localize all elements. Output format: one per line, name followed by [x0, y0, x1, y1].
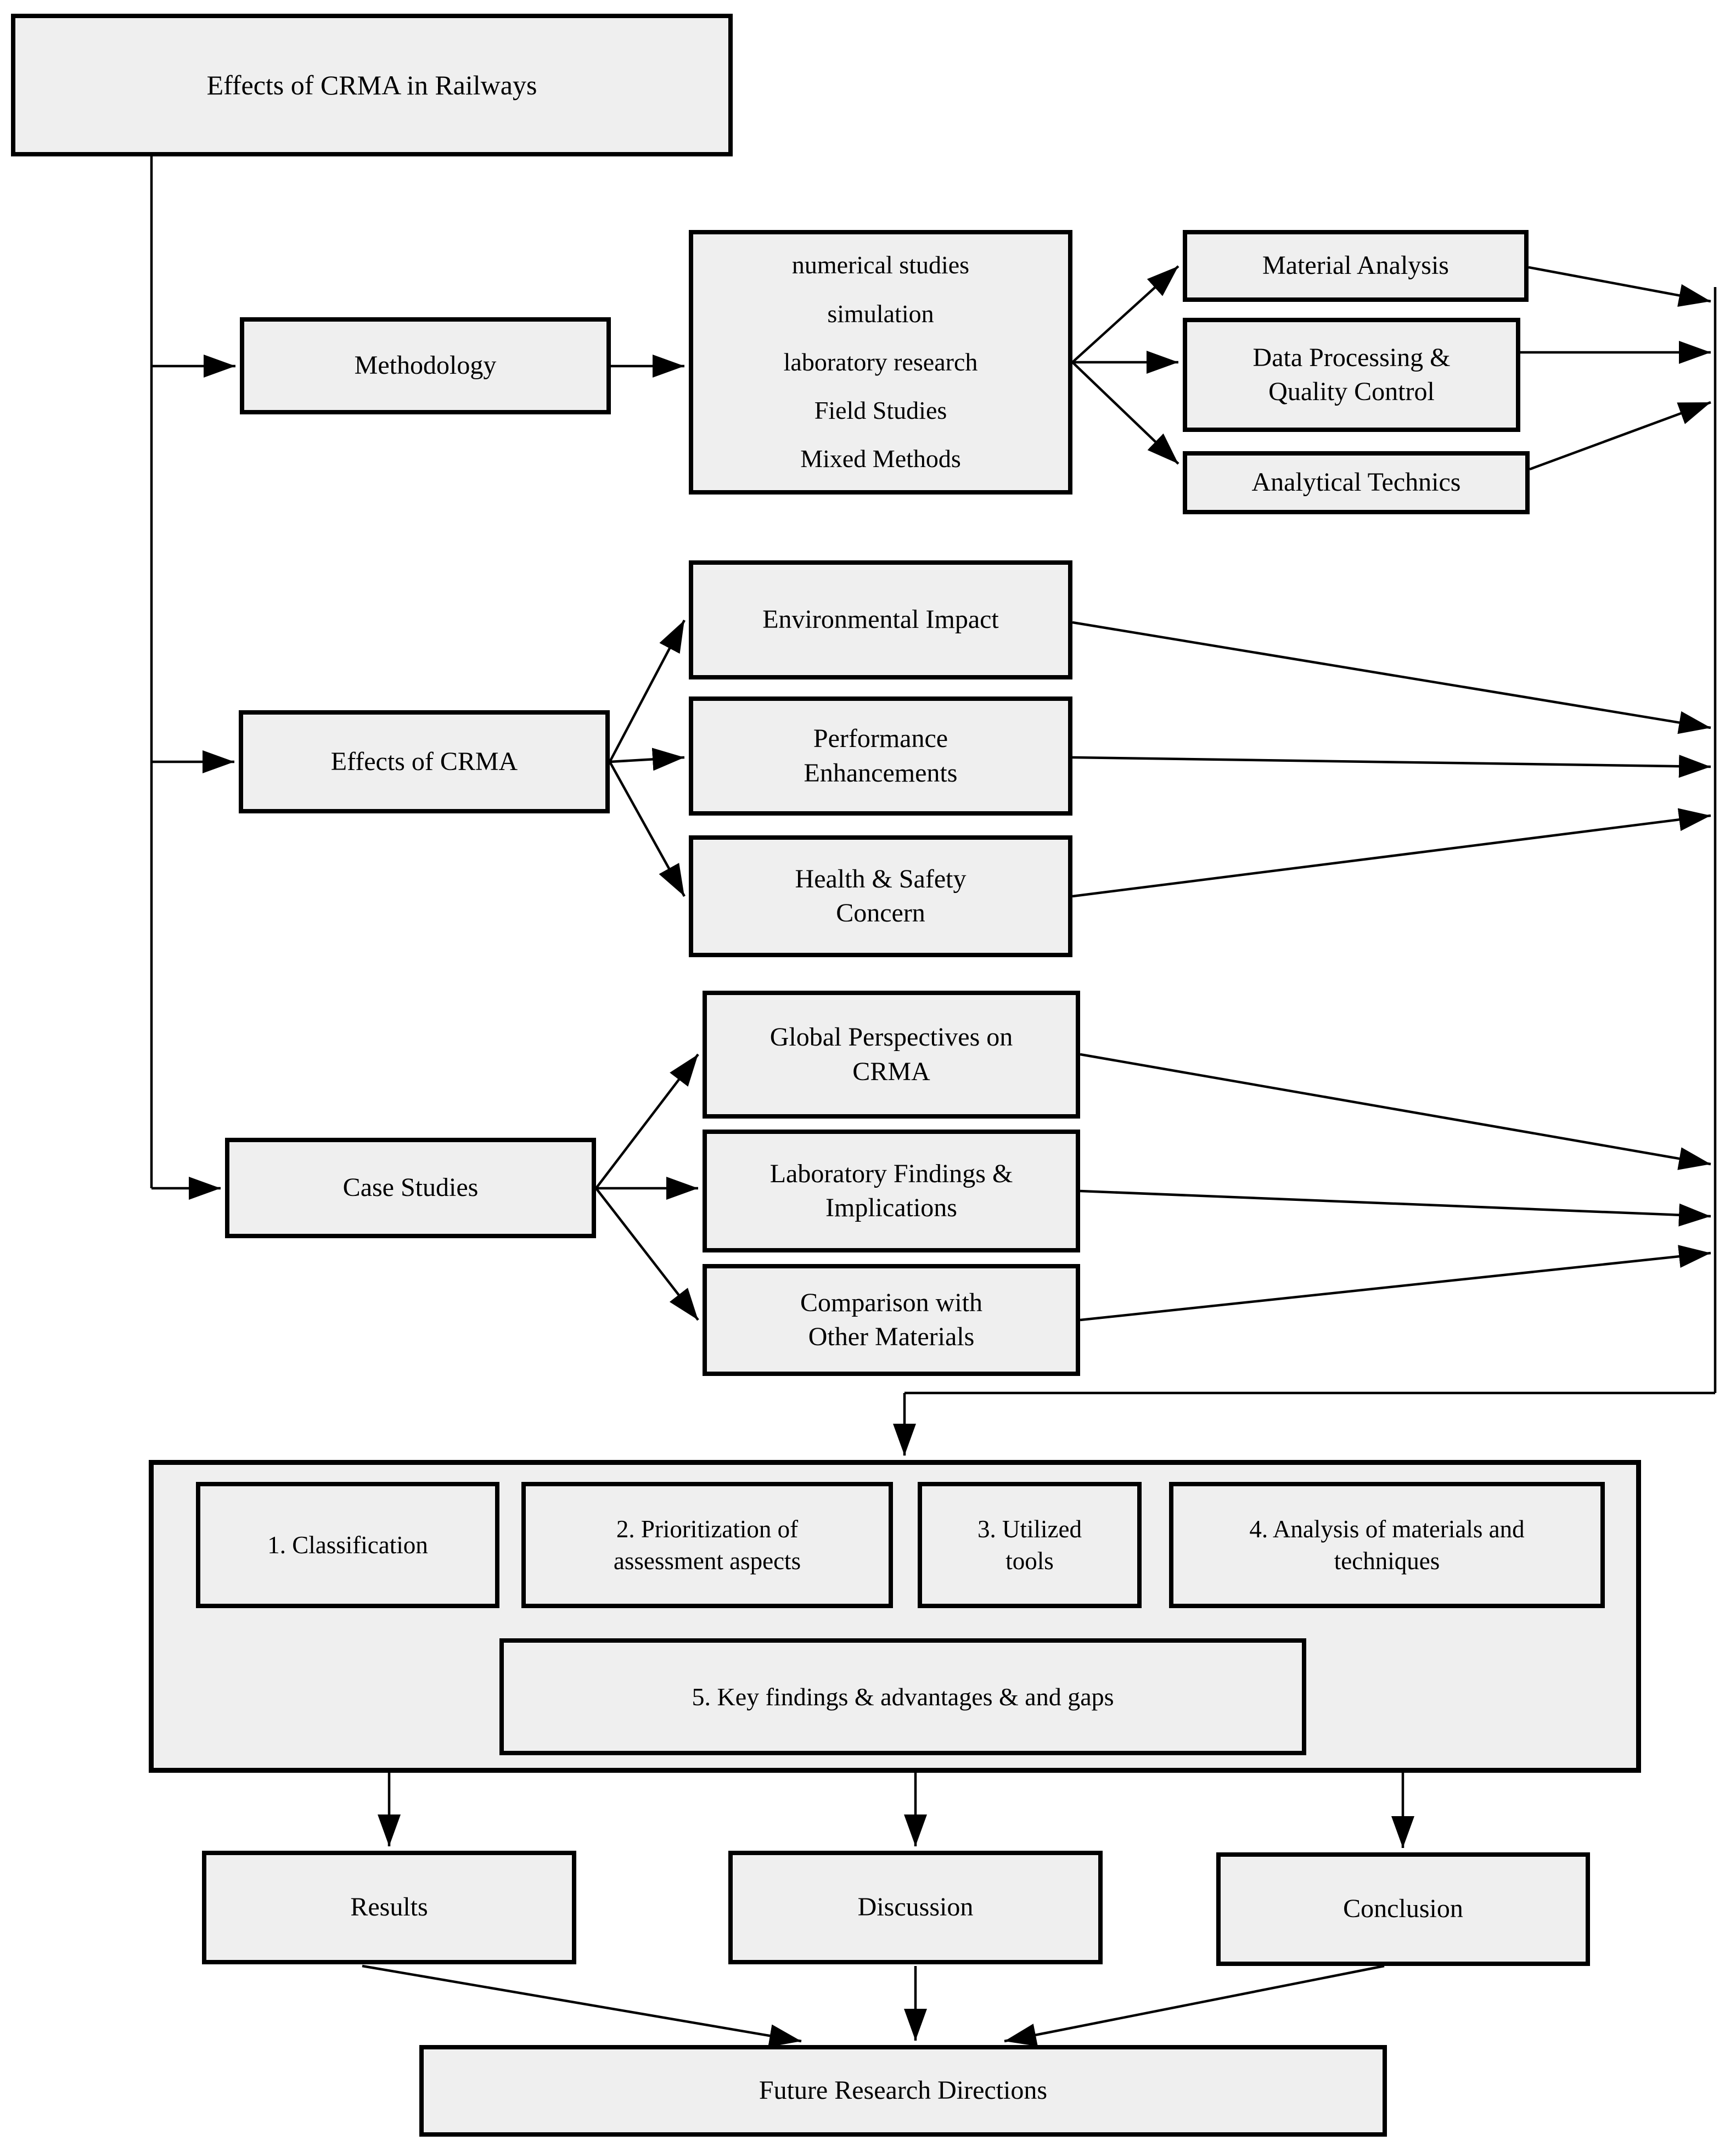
arrow-material-collector — [1528, 266, 1711, 307]
title-box: Effects of CRMA in Railways — [11, 14, 733, 156]
environmental-impact-box: Environmental Impact — [689, 560, 1072, 679]
analytical-technics-box: Analytical Technics — [1183, 451, 1530, 514]
prioritization-box: 2. Prioritization of assessment aspects — [521, 1482, 893, 1608]
data-processing-quality-control-box: Data Processing & Quality Control — [1183, 318, 1520, 432]
arrow-health-collector — [1072, 808, 1711, 898]
global-perspectives-box: Global Perspectives on CRMA — [703, 991, 1080, 1119]
arrow-casestudies-comparison — [595, 1187, 699, 1321]
comparison-other-materials-box: Comparison with Other Materials — [703, 1264, 1080, 1376]
arrow-casestudies-global — [595, 1053, 699, 1189]
arrow-comparison-collector — [1080, 1245, 1711, 1322]
arrow-labfindings-collector — [1080, 1189, 1711, 1227]
arrow-environmental-collector — [1072, 621, 1711, 734]
methodology-box: Methodology — [240, 317, 611, 414]
methods-list-box: numerical studies simulation laboratory … — [689, 230, 1072, 495]
arrow-results-future — [362, 1964, 802, 2047]
arrow-effects-health — [609, 761, 686, 897]
key-findings-box: 5. Key findings & advantages & and gaps — [499, 1638, 1306, 1755]
arrow-methods-material — [1071, 265, 1179, 363]
utilized-tools-box: 3. Utilized tools — [918, 1482, 1142, 1608]
health-safety-concern-box: Health & Safety Concern — [689, 835, 1072, 957]
arrow-analytical-collector — [1529, 401, 1711, 471]
analysis-materials-techniques-box: 4. Analysis of materials and techniques — [1169, 1482, 1605, 1608]
results-box: Results — [202, 1851, 576, 1964]
material-analysis-box: Material Analysis — [1183, 230, 1529, 302]
case-studies-box: Case Studies — [225, 1138, 596, 1238]
discussion-box: Discussion — [728, 1851, 1103, 1964]
performance-enhancements-box: Performance Enhancements — [689, 696, 1072, 816]
classification-box: 1. Classification — [196, 1482, 499, 1608]
conclusion-box: Conclusion — [1216, 1852, 1590, 1966]
laboratory-findings-box: Laboratory Findings & Implications — [703, 1130, 1080, 1252]
future-research-directions-box: Future Research Directions — [419, 2045, 1387, 2137]
arrow-effects-performance — [609, 748, 685, 771]
arrow-conclusion-future — [1004, 1964, 1385, 2047]
effects-of-crma-box: Effects of CRMA — [239, 710, 610, 813]
arrow-effects-environmental — [609, 619, 686, 763]
arrow-methods-analytical — [1071, 361, 1179, 465]
arrow-performance-collector — [1072, 755, 1711, 778]
arrow-global-collector — [1080, 1053, 1711, 1170]
